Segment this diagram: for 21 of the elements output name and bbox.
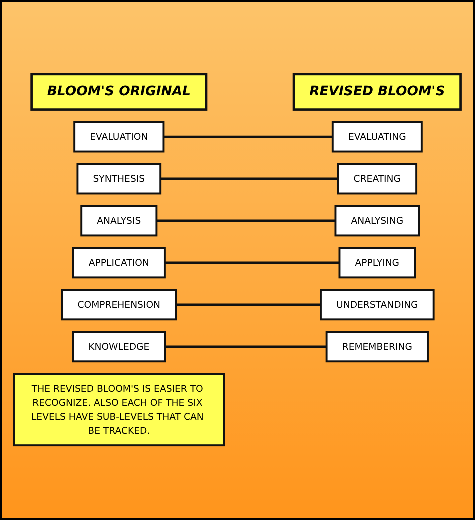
node-box: APPLYING <box>338 247 416 279</box>
connector <box>164 136 333 138</box>
node-box: ANALYSIS <box>80 205 158 237</box>
connector <box>160 178 338 180</box>
node-box: THE REVISED BLOOM'S IS EASIER TO RECOGNIZE. ALSO EACH OF THE SIX LEVELS HAVE SUB-LEVELS THAT CAN BE TRACKED. <box>13 373 226 447</box>
connector <box>156 220 336 222</box>
node-box: CREATING <box>337 163 418 195</box>
node-box: BLOOM'S ORIGINAL <box>30 73 208 111</box>
node-box: EVALUATION <box>74 121 165 153</box>
node-box: COMPREHENSION <box>61 289 178 321</box>
node-box: APPLICATION <box>72 247 166 279</box>
node-box: EVALUATING <box>332 121 423 153</box>
connector <box>176 304 321 306</box>
node-box: SYNTHESIS <box>76 163 162 195</box>
node-box: UNDERSTANDING <box>320 289 435 321</box>
node-box: ANALYSING <box>334 205 420 237</box>
connector <box>164 262 340 264</box>
connector <box>165 346 327 348</box>
node-box: KNOWLEDGE <box>72 331 166 363</box>
node-box: REVISED BLOOM'S <box>292 73 462 111</box>
node-box: REMEMBERING <box>326 331 429 363</box>
